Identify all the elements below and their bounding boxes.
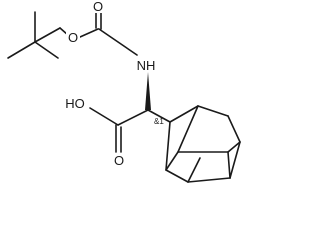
atom-o-carbonyl: O	[93, 0, 103, 14]
atom-o-ester: O	[68, 30, 78, 45]
bond-adam-8	[165, 151, 179, 171]
structure-diagram: O O NH HO O &1	[7, 0, 241, 183]
atom-o-acid: O	[114, 153, 124, 168]
bond-adam-4	[229, 141, 241, 179]
bond-adam-12	[187, 157, 201, 183]
bond-adam-6	[165, 169, 189, 183]
bond-tbu-2	[7, 41, 36, 59]
stereo-label: &1	[154, 117, 164, 126]
atom-nh: NH	[137, 58, 156, 73]
bond-adam-1	[169, 105, 199, 123]
bond-alpha-adamantyl	[147, 109, 171, 123]
bond-adam-10	[177, 105, 199, 153]
bond-adam-11	[227, 141, 241, 153]
atom-oh: HO	[65, 96, 85, 111]
bond-adam-5	[187, 177, 231, 183]
bond-tbu-4	[34, 27, 61, 43]
bond-carbonyl-nh	[98, 28, 138, 56]
molecule-canvas: O O NH HO O &1	[7, 0, 241, 183]
wedge-bond-nh-alpha	[145, 72, 151, 110]
bond-adam-7	[165, 121, 171, 171]
bond-adam-3	[227, 115, 241, 143]
bond-carboxyl-oh	[89, 107, 119, 126]
bond-alpha-carboxyl	[117, 109, 149, 126]
bond-adam-2	[197, 105, 229, 117]
bond-oester-carbonyl	[79, 28, 99, 38]
bond-tbu-3	[34, 41, 59, 59]
bond-adam-13	[227, 151, 231, 179]
